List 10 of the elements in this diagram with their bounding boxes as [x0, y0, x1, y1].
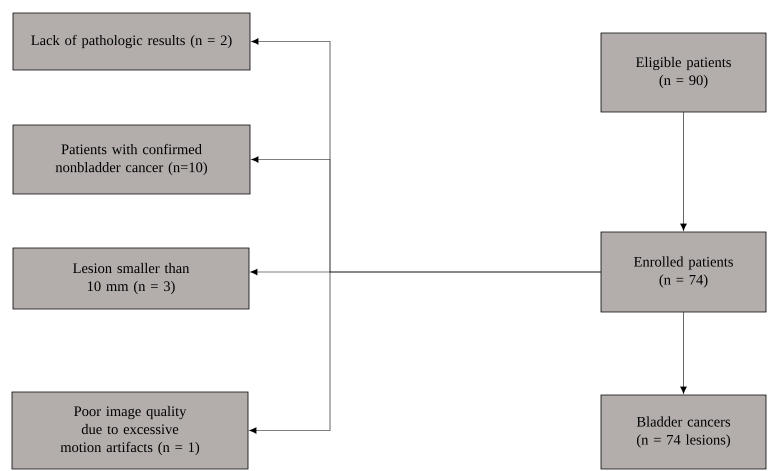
arrow: [680, 312, 687, 394]
process-box: Eligible patients (n = 90): [600, 32, 766, 112]
arrow: [680, 112, 687, 231]
process-box: Lesion smaller than 10 mm (n = 3): [12, 248, 250, 310]
arrow: [249, 272, 601, 434]
process-box: Bladder cancers (n = 74 lesions): [600, 394, 766, 470]
process-box: Poor image quality due to excessive motion artifacts (n = 1): [12, 392, 248, 470]
process-box: Patients with confirmed nonbladder cancer (n=10): [12, 124, 250, 194]
process-box: Lack of pathologic results (n = 2): [12, 12, 250, 70]
process-box: Enrolled patients (n = 74): [600, 232, 766, 312]
